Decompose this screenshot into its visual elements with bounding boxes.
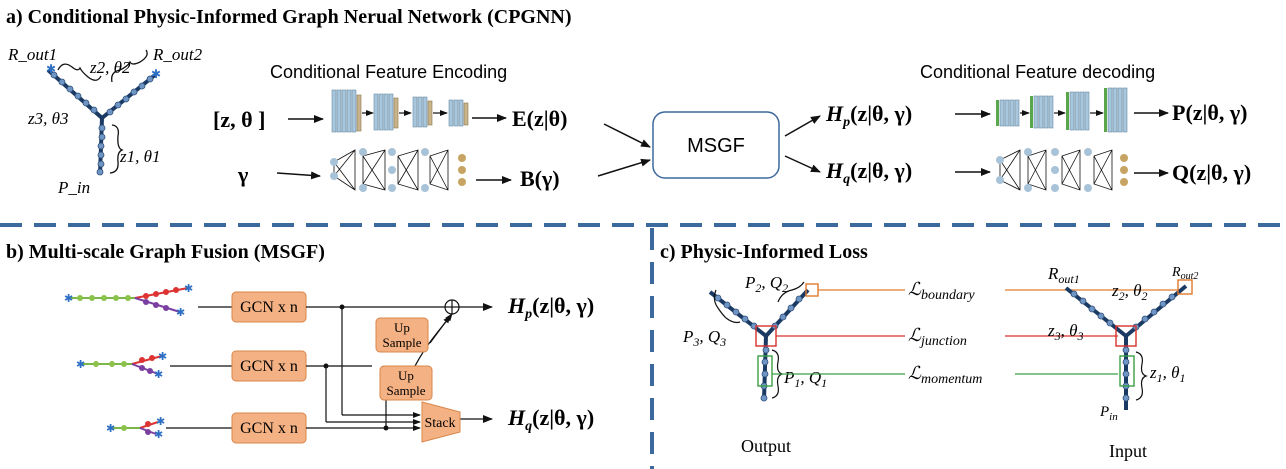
encoder-stack	[331, 89, 469, 133]
svg-text:✱: ✱	[154, 429, 163, 441]
stack-block: Stack	[421, 401, 461, 443]
svg-text:✱: ✱	[76, 359, 85, 371]
svg-text:✱: ✱	[46, 62, 56, 76]
part-a-vessel-tree: ✱ ✱	[46, 49, 161, 176]
input-gamma: γ	[237, 162, 248, 187]
output-label: Output	[741, 436, 791, 456]
input-pin: Pin	[1099, 404, 1118, 423]
gcn-block-2: GCN x n	[231, 350, 307, 382]
tree-z2-theta2: z2, θ2	[89, 58, 131, 77]
hq-a: Hq(z|θ, γ)	[825, 158, 912, 187]
l-junction: ℒjunction	[908, 325, 967, 349]
add-node	[444, 299, 460, 315]
svg-text:Up: Up	[394, 320, 410, 335]
input-z2-theta2: z2, θ2	[1111, 281, 1147, 303]
section-a-title: a) Conditional Physic-Informed Graph Ner…	[6, 6, 572, 28]
boundary-mlp	[330, 148, 466, 192]
svg-text:GCN x n: GCN x n	[240, 299, 298, 316]
graph-scale-3: ✱✱✱	[106, 416, 165, 441]
p1q1: P1, Q1	[783, 368, 827, 390]
input-z1-theta1: z1, θ1	[1149, 363, 1185, 385]
section-b-title: b) Multi-scale Graph Fusion (MSGF)	[6, 241, 325, 263]
decoder-mlp	[996, 148, 1128, 192]
tree-z1-theta1: z1, θ1	[119, 147, 160, 166]
svg-text:✱: ✱	[176, 307, 185, 319]
l-momentum: ℒmomentum	[908, 363, 982, 387]
svg-text:✱: ✱	[64, 293, 73, 305]
graph-scale-1: ✱ ✱ ✱	[64, 283, 193, 319]
svg-text:GCN x n: GCN x n	[240, 358, 298, 375]
svg-text:✱: ✱	[154, 369, 163, 381]
encoding-label: Conditional Feature Encoding	[270, 62, 507, 82]
svg-text:✱: ✱	[151, 67, 161, 81]
input-rout2: Rout2	[1171, 265, 1198, 282]
input-z3-theta3: z3, θ3	[1047, 321, 1083, 343]
svg-text:✱: ✱	[156, 416, 165, 428]
l-boundary: ℒboundary	[908, 279, 975, 303]
hq-b: Hq(z|θ, γ)	[507, 405, 594, 434]
graph-scale-2: ✱ ✱ ✱	[76, 351, 167, 381]
hp-b: Hp(z|θ, γ)	[507, 293, 594, 322]
svg-text:✱: ✱	[158, 351, 167, 363]
svg-text:Stack: Stack	[424, 416, 455, 431]
svg-text:Up: Up	[398, 368, 414, 383]
upsample-block-2: Up Sample	[379, 365, 433, 401]
tree-rout2: R_out2	[152, 45, 203, 64]
svg-text:Sample: Sample	[383, 335, 422, 350]
p3q3: P3, Q3	[682, 327, 726, 349]
tree-pin: P_in	[57, 178, 90, 197]
encoder-output: E(z|θ)	[512, 106, 567, 131]
input-rout1: Rout1	[1047, 264, 1080, 286]
svg-text:✱: ✱	[106, 423, 115, 435]
q-output: Q(z|θ, γ)	[1172, 160, 1251, 185]
decoder-stack	[996, 87, 1128, 133]
output-tree	[708, 281, 819, 402]
gcn-block-1: GCN x n	[231, 291, 307, 323]
input-label: Input	[1109, 441, 1147, 461]
msgf-label: MSGF	[687, 135, 745, 157]
gcn-block-3: GCN x n	[231, 412, 307, 444]
svg-text:Sample: Sample	[387, 383, 426, 398]
tree-rout1: R_out1	[7, 45, 57, 64]
svg-text:✱: ✱	[184, 283, 193, 295]
input-z-theta: [z, θ ]	[213, 107, 265, 132]
input-tree	[1064, 279, 1193, 410]
decoding-label: Conditional Feature decoding	[920, 62, 1155, 82]
msgf-box	[652, 111, 780, 179]
hp-a: Hp(z|θ, γ)	[825, 101, 912, 130]
section-c-title: c) Physic-Informed Loss	[660, 241, 868, 263]
upsample-block-1: Up Sample	[375, 317, 429, 353]
p2q2: P2, Q2	[744, 273, 788, 295]
boundary-output: B(γ)	[520, 166, 560, 191]
tree-z3-theta3: z3, θ3	[27, 109, 68, 128]
svg-text:GCN x n: GCN x n	[240, 420, 298, 437]
p-output: P(z|θ, γ)	[1172, 100, 1247, 125]
